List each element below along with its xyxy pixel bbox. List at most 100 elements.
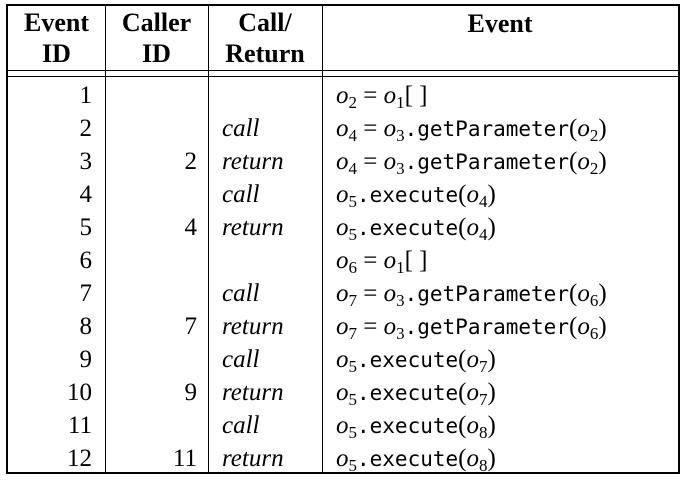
- header-line: ID: [142, 39, 171, 68]
- event-text: (: [458, 346, 467, 373]
- event-cell: o5.execute(o8): [336, 409, 496, 442]
- event-text: =: [357, 247, 384, 274]
- event-id-cell: 3: [79, 148, 93, 175]
- method-name: .getParameter: [404, 282, 569, 306]
- variable-subscript: 2: [348, 93, 358, 112]
- header-event: Event: [322, 6, 678, 70]
- caller-id-cell: [105, 277, 197, 310]
- event-text: (: [458, 412, 467, 439]
- caller-id-cell: 4: [184, 214, 198, 241]
- variable: o: [577, 280, 590, 307]
- event-id-cell: 6: [79, 247, 93, 274]
- event-text: ): [598, 313, 607, 340]
- variable: o: [466, 379, 479, 406]
- header-rule: [8, 76, 678, 77]
- method-name: .execute: [357, 381, 459, 405]
- variable: o: [336, 115, 349, 142]
- event-id-cell: 4: [79, 181, 93, 208]
- event-id-cell: 11: [67, 412, 92, 439]
- variable-subscript: 1: [396, 258, 405, 277]
- event-text: (: [568, 313, 578, 340]
- variable: o: [336, 280, 349, 307]
- variable: o: [466, 346, 479, 373]
- call-return-cell: call: [222, 412, 260, 439]
- event-cell: o4 = o3.getParameter(o2): [336, 145, 607, 178]
- variable: o: [383, 148, 397, 175]
- variable: o: [336, 313, 349, 340]
- header-line: Event: [24, 8, 89, 37]
- call-return-cell: call: [222, 115, 260, 142]
- variable-subscript: 7: [348, 324, 358, 343]
- event-text: ): [487, 214, 496, 241]
- caller-id-cell: 9: [184, 379, 198, 406]
- variable: o: [383, 82, 397, 109]
- variable: o: [466, 181, 479, 208]
- event-text: [ ]: [404, 82, 428, 109]
- table-row: 11 call o5.execute(o8): [8, 409, 678, 442]
- event-id-cell: 8: [79, 313, 93, 340]
- table-row: 7 call o7 = o3.getParameter(o6): [8, 277, 678, 310]
- header-line: Return: [225, 39, 305, 68]
- variable-subscript: 4: [478, 192, 488, 211]
- event-text: (: [568, 115, 578, 142]
- variable-subscript: 7: [478, 390, 488, 409]
- event-text: (: [458, 379, 467, 406]
- event-text: =: [357, 115, 384, 142]
- event-cell: o5.execute(o4): [336, 178, 496, 211]
- variable: o: [466, 214, 479, 241]
- event-text: ): [487, 445, 496, 472]
- variable-subscript: 8: [478, 456, 488, 475]
- call-return-cell: return: [222, 214, 284, 241]
- variable: o: [336, 247, 349, 274]
- header-line: Caller: [121, 8, 192, 37]
- caller-id-cell: [105, 79, 197, 112]
- event-cell: o7 = o3.getParameter(o6): [336, 277, 607, 310]
- caller-id-cell: [105, 112, 197, 145]
- variable-subscript: 3: [396, 324, 405, 343]
- variable-subscript: 5: [348, 225, 358, 244]
- event-text: =: [357, 313, 384, 340]
- variable-subscript: 2: [589, 159, 599, 178]
- event-text: (: [568, 148, 578, 175]
- variable: o: [336, 214, 349, 241]
- event-id-cell: 2: [79, 115, 93, 142]
- variable-subscript: 5: [348, 423, 358, 442]
- event-text: =: [357, 280, 384, 307]
- event-text: (: [568, 280, 578, 307]
- call-return-cell: return: [222, 148, 284, 175]
- event-cell: o5.execute(o7): [336, 376, 496, 409]
- event-text: ): [487, 346, 496, 373]
- variable-subscript: 7: [348, 291, 358, 310]
- header-rule: [8, 70, 678, 71]
- method-name: .execute: [357, 183, 459, 207]
- call-return-cell: return: [222, 445, 284, 472]
- event-id-cell: 12: [67, 445, 92, 472]
- event-cell: o4 = o3.getParameter(o2): [336, 112, 607, 145]
- variable: o: [383, 313, 397, 340]
- method-name: .getParameter: [404, 150, 569, 174]
- column-divider: [105, 6, 106, 472]
- event-text: (: [458, 445, 467, 472]
- event-text: ): [487, 181, 496, 208]
- event-text: =: [357, 82, 384, 109]
- event-text: =: [357, 148, 384, 175]
- caller-id-cell: [105, 409, 197, 442]
- call-return-cell: call: [222, 280, 260, 307]
- variable: o: [383, 115, 397, 142]
- variable: o: [383, 247, 397, 274]
- variable-subscript: 4: [478, 225, 488, 244]
- variable-subscript: 4: [348, 126, 358, 145]
- variable: o: [466, 445, 479, 472]
- variable: o: [577, 148, 590, 175]
- header-caller-id: Caller ID: [105, 6, 208, 70]
- variable: o: [336, 346, 349, 373]
